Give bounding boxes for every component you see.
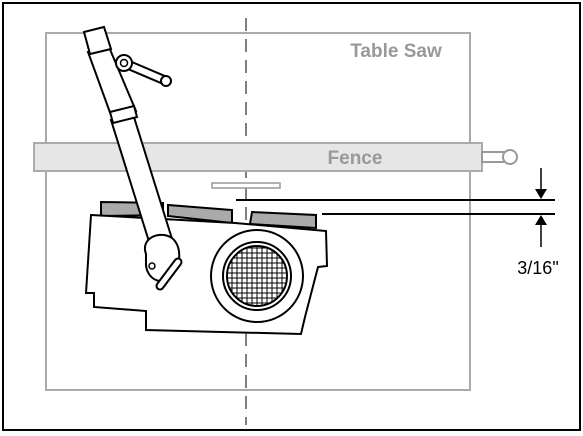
cutter-mesh-edge bbox=[226, 245, 288, 307]
handle-joint bbox=[143, 233, 183, 291]
fence-handle-knob bbox=[502, 149, 518, 165]
table-saw-label: Table Saw bbox=[350, 41, 442, 62]
gap-dimension-label: 3/16" bbox=[517, 258, 558, 278]
blade-slot bbox=[211, 182, 281, 189]
dimension-arrowhead-down bbox=[535, 189, 547, 199]
fence-bar bbox=[33, 142, 483, 172]
fence-label: Fence bbox=[328, 148, 383, 169]
fence-handle-shaft bbox=[481, 151, 505, 163]
lever-icon bbox=[115, 54, 172, 87]
dimension-arrowhead-up bbox=[535, 215, 547, 225]
handle-collar bbox=[108, 104, 139, 125]
base-pad-right bbox=[248, 210, 317, 230]
table-saw-outline bbox=[45, 32, 471, 391]
gap-dimension: 3/16" bbox=[236, 168, 559, 278]
handle-end-cap bbox=[82, 25, 113, 56]
handle-arm bbox=[82, 25, 183, 291]
fence: Fence bbox=[33, 142, 518, 172]
router bbox=[84, 200, 329, 336]
